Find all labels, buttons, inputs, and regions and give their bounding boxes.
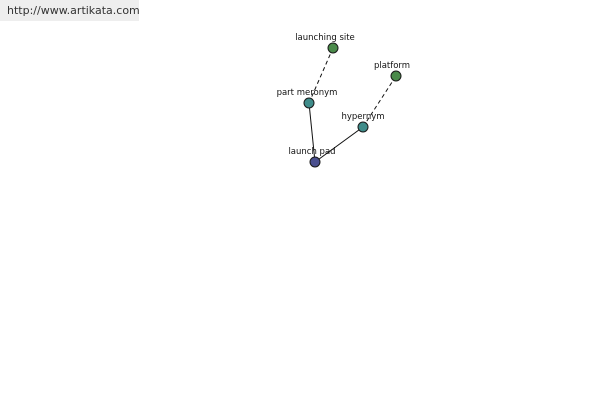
- nodes-layer: launch pad part meronym hypernym launching …: [277, 33, 410, 168]
- node-label-hypernym: hypernym: [341, 112, 384, 122]
- edge-part-meronym-to-launching-site: [308, 47, 334, 104]
- node-label-launching-site: launching site: [295, 33, 355, 43]
- edges-layer: [308, 47, 397, 163]
- edge-launch-pad-to-hypernym: [314, 126, 364, 163]
- node-launch-pad[interactable]: launch pad: [288, 147, 336, 168]
- edge-hypernym-to-platform: [362, 75, 397, 128]
- node-circle-launch-pad[interactable]: [309, 156, 321, 168]
- edge-launch-pad-to-part-meronym: [308, 102, 316, 163]
- node-label-platform: platform: [374, 61, 410, 71]
- node-circle-launching-site[interactable]: [327, 42, 339, 54]
- site-url-banner[interactable]: http://www.artikata.com: [0, 0, 140, 21]
- node-platform[interactable]: platform: [374, 61, 410, 82]
- node-circle-hypernym[interactable]: [357, 121, 369, 133]
- node-label-launch-pad: launch pad: [288, 147, 335, 157]
- node-part-meronym[interactable]: part meronym: [277, 88, 338, 109]
- node-label-part-meronym: part meronym: [277, 88, 338, 98]
- node-circle-part-meronym[interactable]: [303, 97, 315, 109]
- node-launching-site[interactable]: launching site: [295, 33, 355, 54]
- node-circle-platform[interactable]: [390, 70, 402, 82]
- node-hypernym[interactable]: hypernym: [341, 112, 385, 133]
